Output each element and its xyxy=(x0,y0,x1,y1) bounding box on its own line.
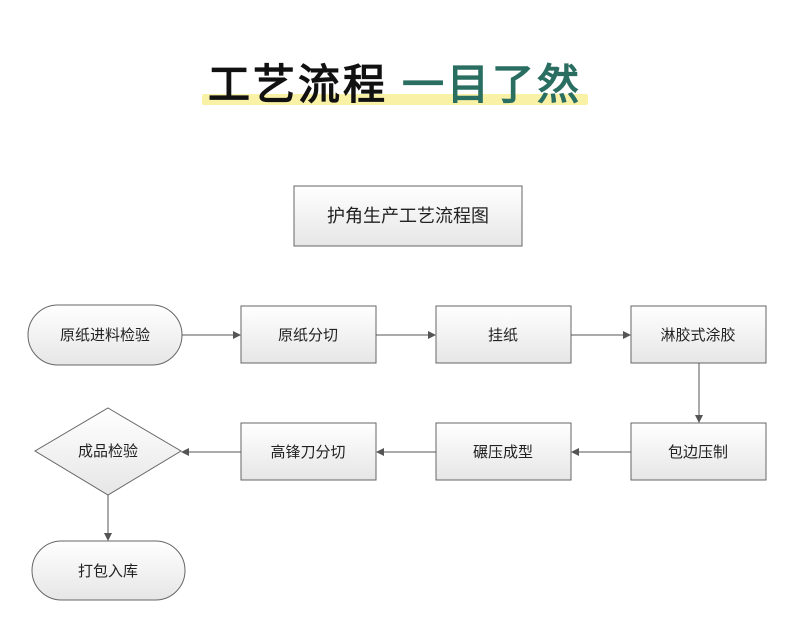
node-high-edge-cutting-label: 高锋刀分切 xyxy=(270,443,345,461)
node-high-edge-cutting: 高锋刀分切 xyxy=(240,422,377,481)
node-incoming-inspection-label: 原纸进料检验 xyxy=(60,326,150,344)
node-edge-pressing-label: 包边压制 xyxy=(668,443,728,461)
node-packing-storage: 打包入库 xyxy=(31,540,186,601)
node-incoming-inspection: 原纸进料检验 xyxy=(27,304,183,366)
banner: 工艺流程一目了然 xyxy=(0,56,790,116)
node-glue-coating: 淋胶式涂胶 xyxy=(630,305,767,364)
node-paper-hanging: 挂纸 xyxy=(435,305,572,364)
banner-inner: 工艺流程一目了然 xyxy=(201,56,589,114)
banner-title-part2: 一目了然 xyxy=(402,60,583,109)
diagram-title: 护角生产工艺流程图 xyxy=(327,206,489,227)
node-edge-pressing: 包边压制 xyxy=(630,422,767,481)
node-roll-forming-label: 碾压成型 xyxy=(473,443,533,461)
node-glue-coating-label: 淋胶式涂胶 xyxy=(660,326,735,344)
node-packing-storage-label: 打包入库 xyxy=(78,562,138,580)
node-roll-forming: 碾压成型 xyxy=(435,422,572,481)
node-final-inspection-label: 成品检验 xyxy=(78,442,138,460)
banner-highlight xyxy=(201,94,589,105)
banner-title: 工艺流程一目了然 xyxy=(202,56,588,114)
node-final-inspection: 成品检验 xyxy=(34,407,182,496)
diagram-title-box: 护角生产工艺流程图 xyxy=(293,185,523,247)
banner-title-part1: 工艺流程 xyxy=(207,60,388,109)
node-paper-slitting: 原纸分切 xyxy=(240,305,377,364)
node-paper-slitting-label: 原纸分切 xyxy=(278,326,338,344)
node-paper-hanging-label: 挂纸 xyxy=(488,326,518,344)
